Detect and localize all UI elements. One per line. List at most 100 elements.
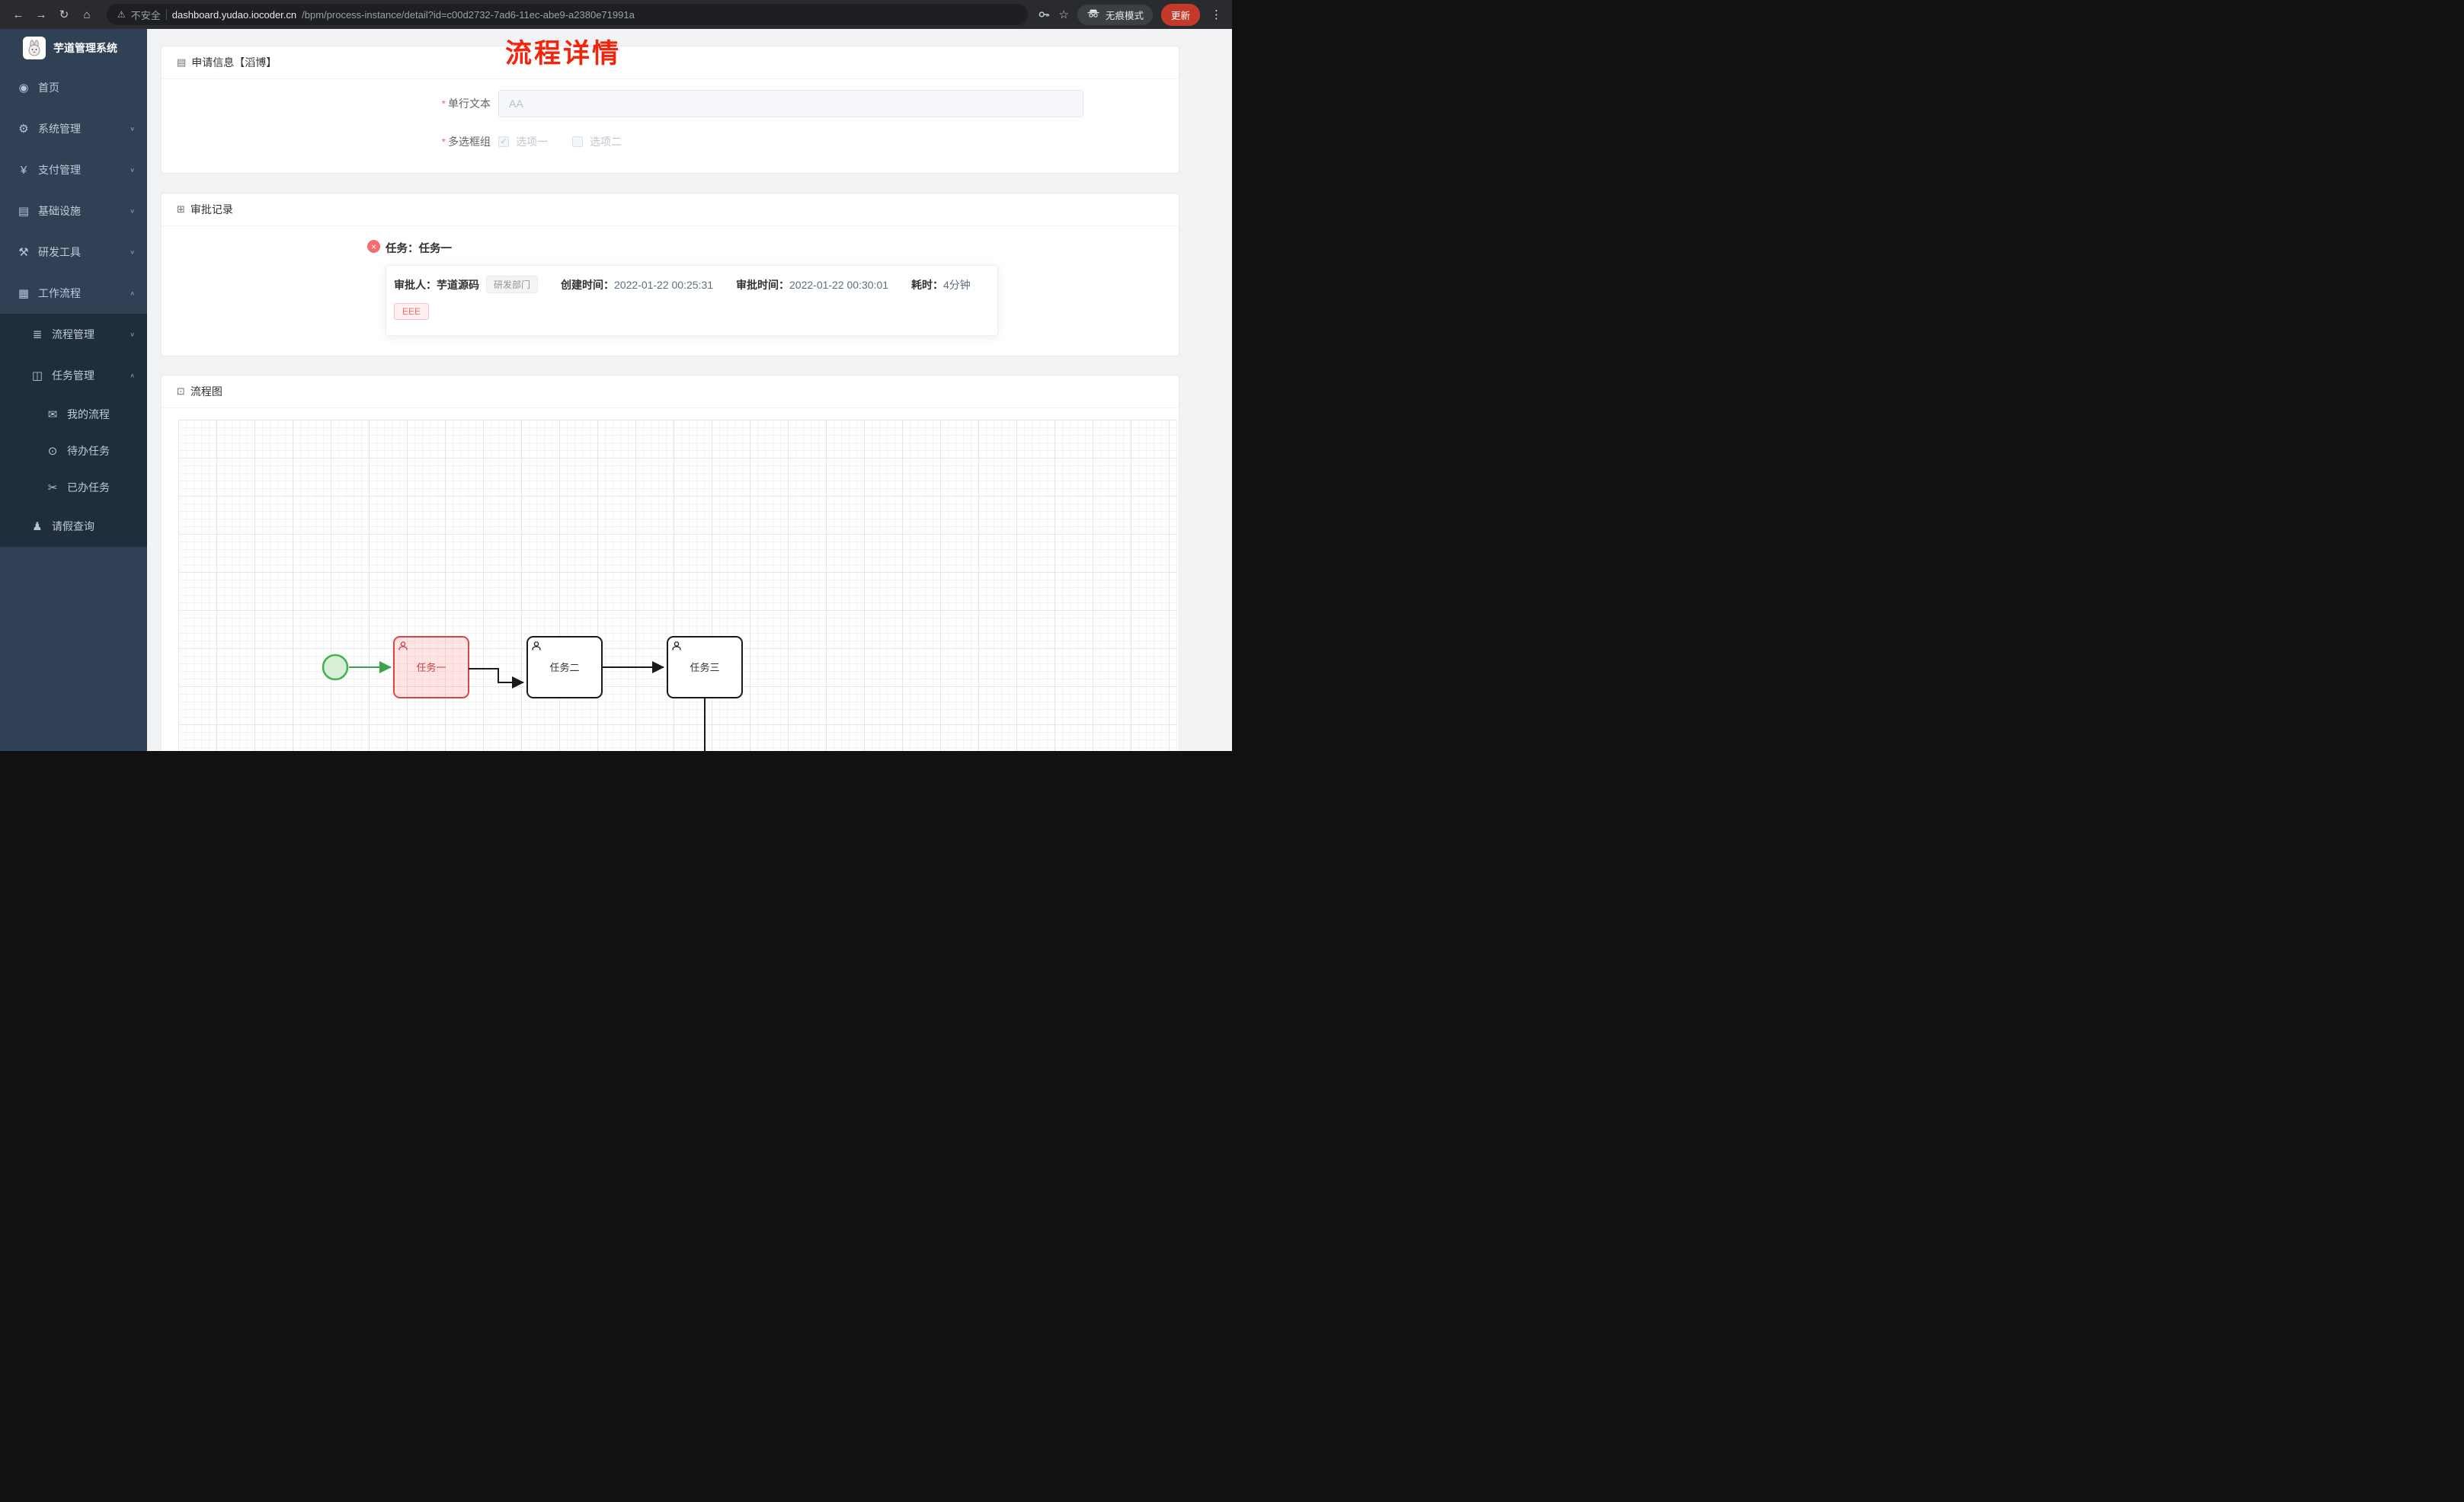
yen-icon: ¥ xyxy=(20,163,27,177)
apply-info-header: ▤ 申请信息【滔博】 xyxy=(162,46,1179,79)
task-node-1-label: 任务一 xyxy=(416,662,446,673)
approval-record-item: 审批人： 芋道源码 研发部门 创建时间： 2022-01-22 00:25:31… xyxy=(386,265,998,336)
devtools-icon: ⚒ xyxy=(18,246,29,259)
approver-name: 芋道源码 xyxy=(437,278,479,291)
dashboard-icon: ◉ xyxy=(18,81,29,94)
start-event-node[interactable] xyxy=(322,654,349,681)
bpmn-canvas[interactable]: 任务一 任务二 xyxy=(178,420,1177,751)
browser-toolbar: ← → ↻ ⌂ ⚠ 不安全 dashboard.yudao.iocoder.cn… xyxy=(0,0,1232,29)
required-mark: * xyxy=(441,136,446,148)
chevron-up-icon: ∧ xyxy=(130,372,135,379)
incognito-label: 无痕模式 xyxy=(1105,10,1144,21)
process-diagram-title: 流程图 xyxy=(190,385,222,398)
create-time-value: 2022-01-22 00:25:31 xyxy=(614,278,714,291)
sidebar-item-leave-query[interactable]: ♟ 请假查询 xyxy=(0,506,147,547)
task-node-3-label: 任务三 xyxy=(690,662,719,673)
approve-time-value: 2022-01-22 00:30:01 xyxy=(789,278,889,291)
forward-button[interactable]: → xyxy=(35,8,47,21)
url-path: /bpm/process-instance/detail?id=c00d2732… xyxy=(302,8,635,21)
infrastructure-icon: ▤ xyxy=(18,205,30,218)
reload-button[interactable]: ↻ xyxy=(59,8,69,21)
home-button[interactable]: ⌂ xyxy=(83,8,91,21)
sidebar: 芋道管理系统 ◉ 首页 ⚙ 系统管理 ∨ ¥ 支付管理 ∨ ▤ 基础设施 ∨ xyxy=(0,29,147,751)
sidebar-item-workflow[interactable]: ▦ 工作流程 ∧ xyxy=(18,287,135,300)
single-line-text-input[interactable] xyxy=(498,90,1083,117)
incognito-icon xyxy=(1086,8,1100,21)
browser-menu-icon[interactable]: ⋮ xyxy=(1211,8,1222,21)
task-rejected-icon: × xyxy=(367,240,380,253)
comment-tag: EEE xyxy=(394,303,430,320)
sidebar-item-infrastructure[interactable]: ▤ 基础设施 ∨ xyxy=(18,205,135,218)
task-node-1[interactable]: 任务一 xyxy=(393,636,469,698)
brand-title: 芋道管理系统 xyxy=(53,42,117,54)
bpmn-diagram: 任务一 任务二 xyxy=(322,636,743,751)
update-button[interactable]: 更新 xyxy=(1160,3,1200,26)
document-icon: ▤ xyxy=(177,56,187,68)
task-management-icon: ◫ xyxy=(31,369,43,382)
leave-query-user-icon: ♟ xyxy=(32,520,43,533)
checkbox-field-label: *多选框组 xyxy=(441,136,491,148)
security-label: 不安全 xyxy=(130,9,161,21)
text-field-label: *单行文本 xyxy=(441,97,491,110)
url-host: dashboard.yudao.iocoder.cn xyxy=(171,8,297,21)
screen: ← → ↻ ⌂ ⚠ 不安全 dashboard.yudao.iocoder.cn… xyxy=(0,0,1232,751)
checkbox-field-row: *多选框组 ✓ 选项一 选项二 xyxy=(162,134,1179,149)
chevron-down-icon: ∨ xyxy=(130,248,135,255)
todo-task-icon: ⊙ xyxy=(47,445,58,458)
record-icon: ⊞ xyxy=(177,203,185,215)
chevron-up-icon: ∧ xyxy=(130,289,135,296)
sidebar-item-done-task[interactable]: ✂ 已办任务 xyxy=(0,469,147,506)
approve-time-label: 审批时间： xyxy=(736,278,790,291)
checkbox-option-1[interactable]: ✓ 选项一 xyxy=(498,134,548,149)
apply-form: *单行文本 *多选框组 ✓ 选项一 xyxy=(162,79,1179,149)
sidebar-item-task-management[interactable]: ◫ 任务管理 ∧ xyxy=(31,369,135,382)
chevron-down-icon: ∨ xyxy=(130,331,135,337)
approval-record-title: 审批记录 xyxy=(190,203,233,216)
user-task-icon xyxy=(398,641,408,650)
approver-label: 审批人： xyxy=(394,278,437,291)
done-task-icon: ✂ xyxy=(47,481,58,494)
task-title: 任务：任务一 xyxy=(386,243,452,255)
page-title-annotation: 流程详情 xyxy=(505,39,622,69)
key-icon[interactable] xyxy=(1037,8,1051,21)
chart-icon: ⊡ xyxy=(177,385,185,397)
approval-record-card: ⊞ 审批记录 × 任务：任务一 审批人： 芋道源码 研发部门 创建时间： xyxy=(161,193,1179,356)
sidebar-item-devtools[interactable]: ⚒ 研发工具 ∨ xyxy=(0,232,147,273)
back-button[interactable]: ← xyxy=(12,8,24,21)
department-tag: 研发部门 xyxy=(486,276,539,293)
brand[interactable]: 芋道管理系统 xyxy=(0,29,147,67)
chevron-down-icon: ∨ xyxy=(130,125,135,132)
user-task-icon xyxy=(672,641,681,650)
incognito-badge[interactable]: 无痕模式 xyxy=(1077,4,1153,25)
duration-value: 4分钟 xyxy=(943,278,971,291)
chevron-down-icon: ∨ xyxy=(130,166,135,173)
url-bar[interactable]: ⚠ 不安全 dashboard.yudao.iocoder.cn /bpm/pr… xyxy=(107,4,1028,25)
chevron-down-icon: ∨ xyxy=(130,207,135,214)
task-node-2-label: 任务二 xyxy=(549,662,579,673)
task-node-2[interactable]: 任务二 xyxy=(526,636,603,698)
sidebar-item-my-process[interactable]: ✉ 我的流程 xyxy=(0,396,147,433)
create-time-label: 创建时间： xyxy=(561,278,615,291)
user-task-icon xyxy=(532,641,541,650)
checkbox-unchecked-box xyxy=(572,136,583,147)
sidebar-item-system-management[interactable]: ⚙ 系统管理 ∨ xyxy=(0,108,147,149)
required-mark: * xyxy=(441,97,446,110)
main-content: 流程详情 ▤ 申请信息【滔博】 *单行文本 *多选 xyxy=(147,29,1232,751)
url-divider xyxy=(165,9,167,20)
sidebar-item-payment-management[interactable]: ¥ 支付管理 ∨ xyxy=(0,149,147,190)
sidebar-item-home[interactable]: ◉ 首页 xyxy=(0,67,147,108)
flow-task1-to-task2 xyxy=(469,668,524,689)
task-node-3[interactable]: 任务三 xyxy=(667,636,743,698)
checkbox-checked-icon: ✓ xyxy=(498,136,509,147)
warning-icon: ⚠ xyxy=(117,9,126,20)
approval-record-header: ⊞ 审批记录 xyxy=(162,193,1179,226)
checkbox-option-2[interactable]: 选项二 xyxy=(572,134,622,149)
bookmark-star-icon[interactable]: ☆ xyxy=(1058,8,1069,21)
workflow-submenu: ≣ 流程管理 ∨ ◫ 任务管理 ∧ ✉ 我的流程 ⊙ 待办任务 xyxy=(0,314,147,547)
sidebar-item-process-management[interactable]: ≣ 流程管理 ∨ xyxy=(0,314,147,355)
process-diagram-card: ⊡ 流程图 xyxy=(161,375,1179,751)
gear-icon: ⚙ xyxy=(18,123,29,136)
sidebar-item-todo-task[interactable]: ⊙ 待办任务 xyxy=(0,433,147,469)
process-management-icon: ≣ xyxy=(32,328,43,341)
apply-info-title: 申请信息【滔博】 xyxy=(191,56,277,69)
